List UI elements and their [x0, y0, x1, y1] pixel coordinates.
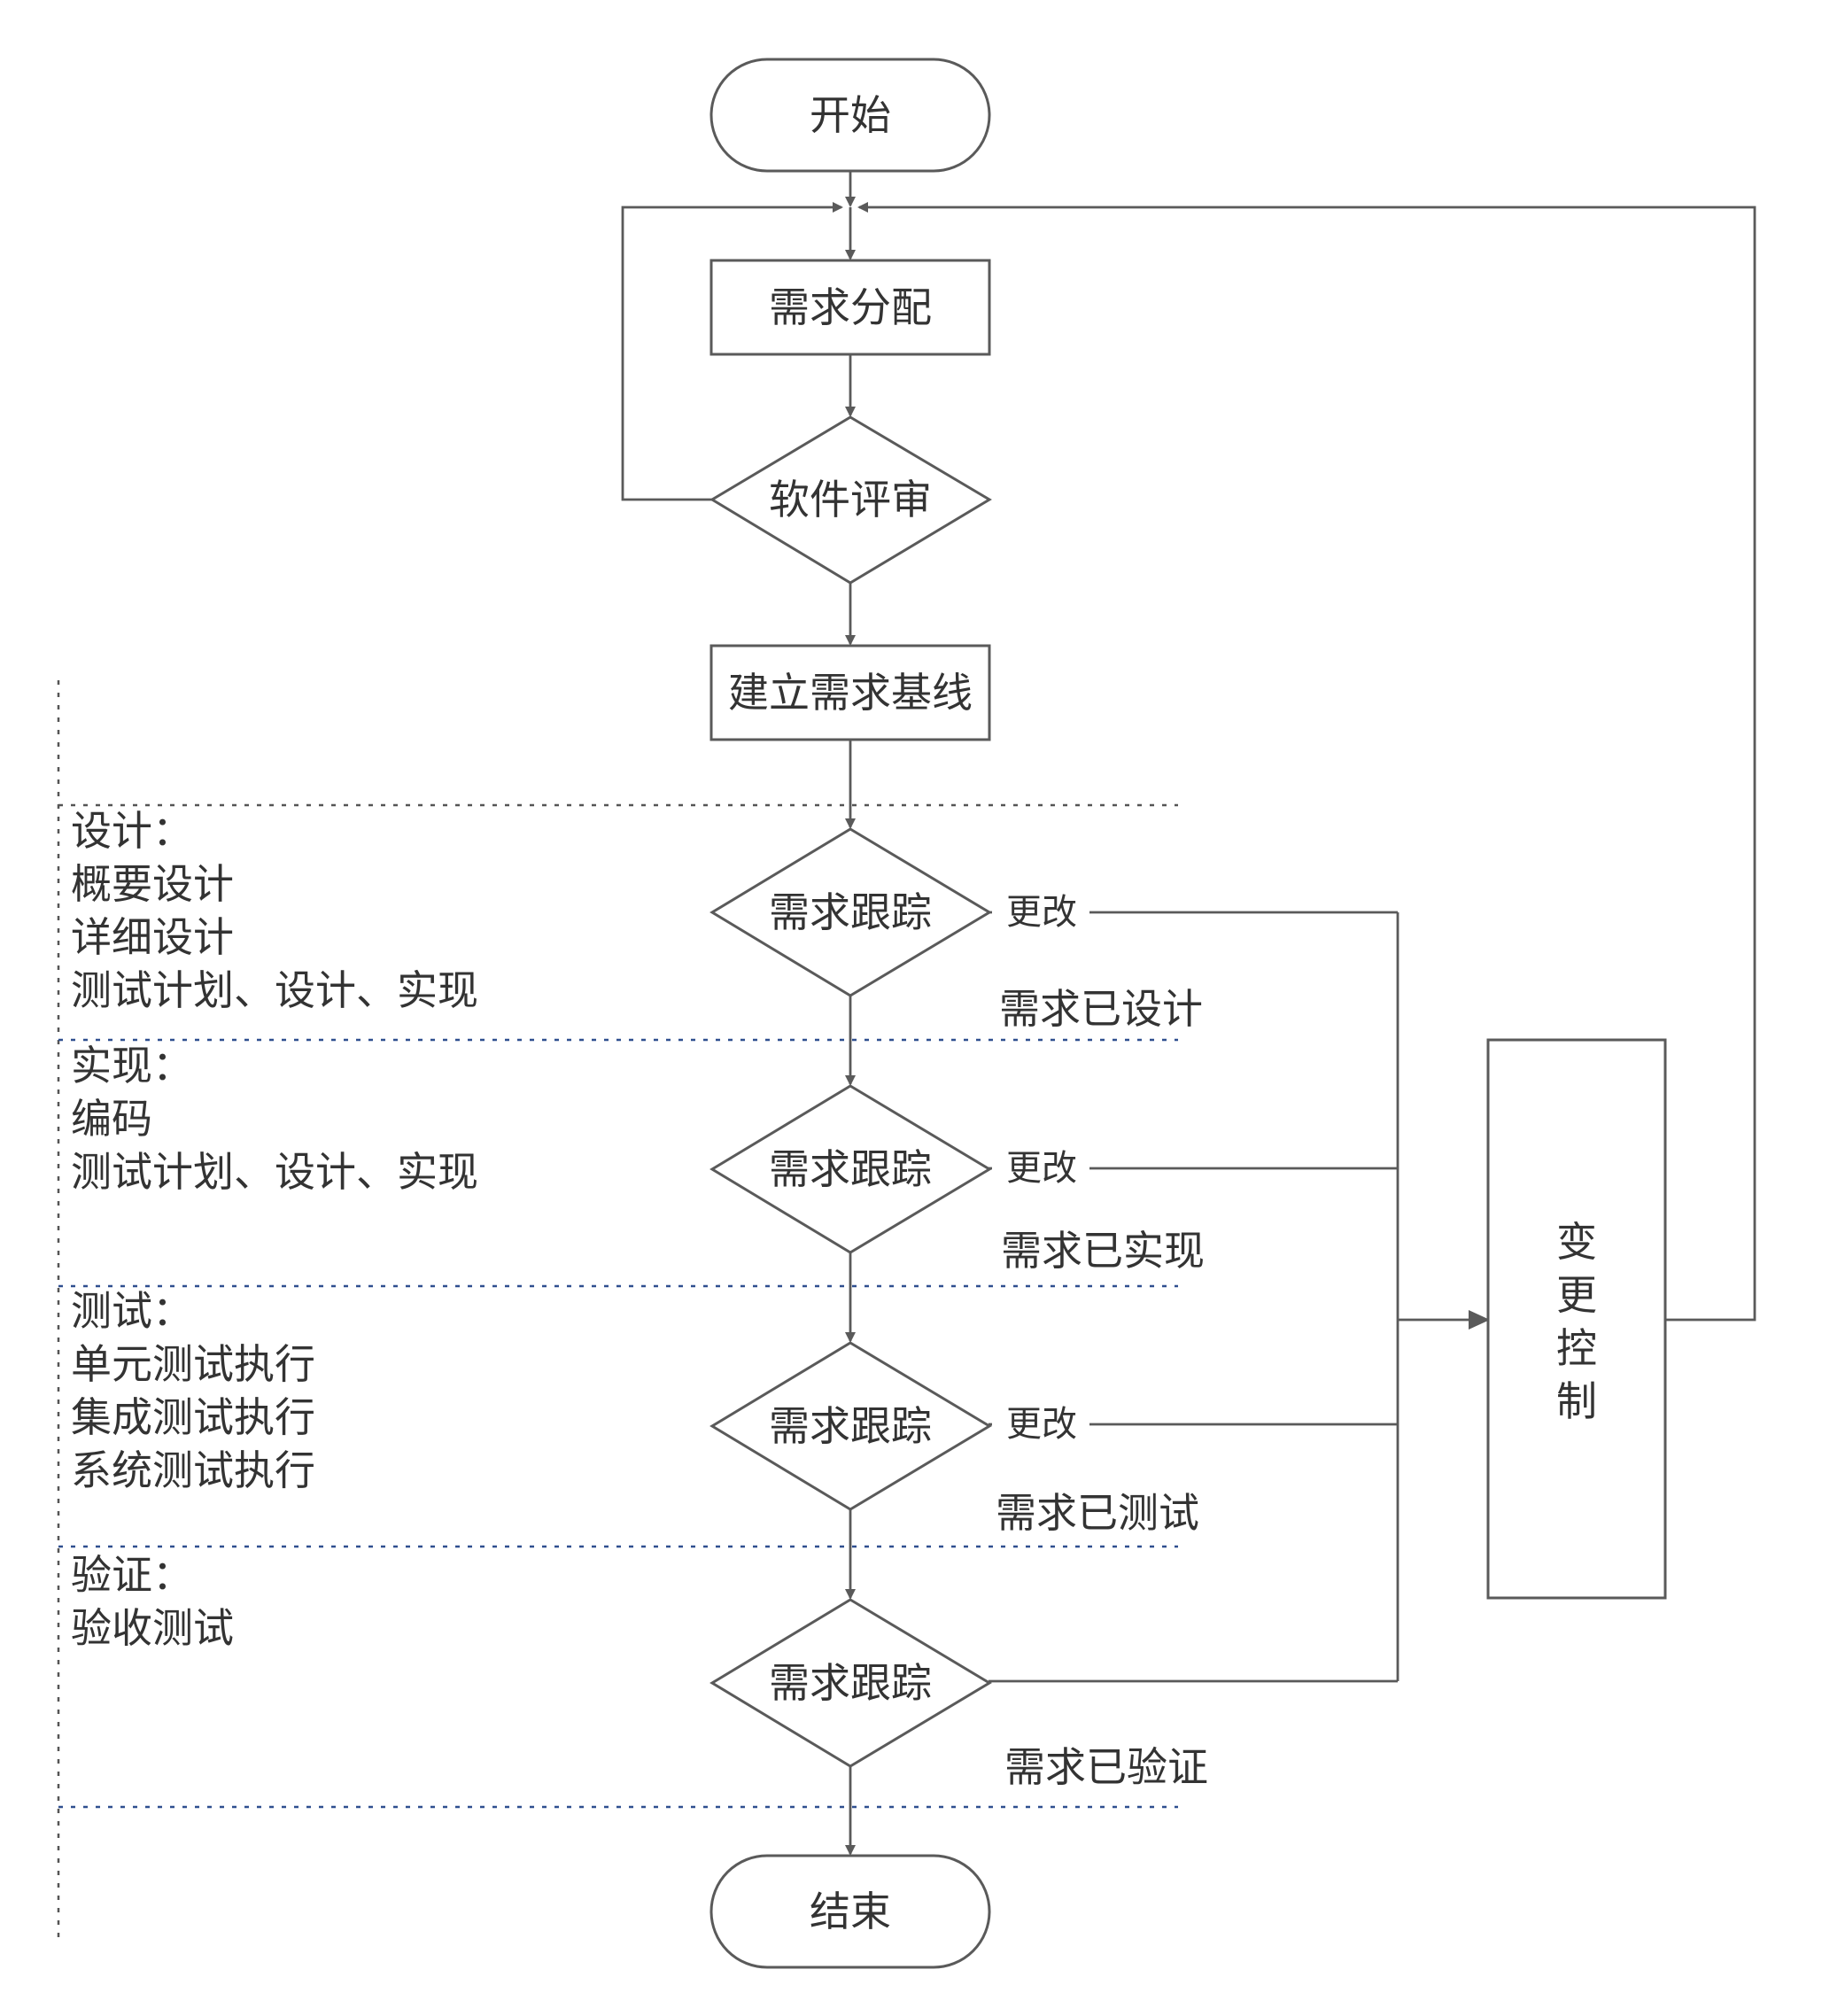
trace-decision-2: 需求跟踪 — [709, 1084, 992, 1254]
phase-testing-item-2: 集成测试执行 — [71, 1393, 315, 1441]
change-control-char-2: 更 — [1556, 1271, 1597, 1319]
trace-decision-4: 需求跟踪 — [709, 1598, 992, 1768]
trace-label-3: 需求跟踪 — [769, 1402, 932, 1450]
start-node: 开始 — [709, 58, 991, 173]
change-control-char-1: 变 — [1556, 1218, 1597, 1266]
phase-design-item-1: 概要设计 — [71, 860, 234, 908]
phase-design-title: 设计： — [71, 807, 193, 855]
end-label: 结束 — [810, 1888, 891, 1935]
phase-implementation-item-1: 编码 — [71, 1095, 152, 1143]
phase-testing-item-1: 单元测试执行 — [71, 1340, 315, 1388]
change-label-3: 更改 — [1006, 1404, 1077, 1445]
phase-verification: 验证： 验收测试 — [71, 1551, 234, 1652]
phase-implementation: 实现： 编码 测试计划、设计、实现 — [71, 1042, 478, 1196]
change-control-char-4: 制 — [1556, 1377, 1597, 1425]
review-label: 软件评审 — [769, 476, 932, 523]
allocate-label: 需求分配 — [769, 283, 932, 331]
change-label-1: 更改 — [1006, 892, 1077, 933]
trace-label-2: 需求跟踪 — [769, 1145, 932, 1193]
phase-verification-item-1: 验收测试 — [71, 1604, 234, 1652]
change-label-2: 更改 — [1006, 1148, 1077, 1189]
end-node: 结束 — [709, 1854, 991, 1969]
phase-verification-title: 验证： — [71, 1551, 193, 1599]
change-control-char-3: 控 — [1556, 1324, 1597, 1372]
status-label-implemented: 需求已实现 — [1001, 1227, 1205, 1275]
trace-label-1: 需求跟踪 — [769, 888, 932, 936]
baseline-label: 建立需求基线 — [728, 669, 973, 717]
status-label-designed: 需求已设计 — [999, 985, 1203, 1033]
phase-implementation-title: 实现： — [71, 1042, 193, 1089]
edge-change-control-return — [857, 202, 1756, 1322]
phase-design-item-2: 详细设计 — [71, 913, 234, 961]
phase-design: 设计： 概要设计 详细设计 测试计划、设计、实现 — [71, 807, 478, 1014]
trace-decision-1: 需求跟踪 — [709, 827, 992, 997]
trace-decision-3: 需求跟踪 — [709, 1341, 992, 1511]
phase-implementation-item-2: 测试计划、设计、实现 — [71, 1148, 478, 1196]
baseline-node: 建立需求基线 — [709, 644, 991, 741]
change-control-node: 变 更 控 制 — [1486, 1038, 1667, 1600]
trace-label-4: 需求跟踪 — [769, 1659, 932, 1707]
review-decision: 软件评审 — [709, 415, 992, 585]
start-label: 开始 — [810, 91, 891, 139]
phase-testing: 测试： 单元测试执行 集成测试执行 系统测试执行 — [71, 1287, 315, 1494]
phase-testing-title: 测试： — [71, 1287, 193, 1335]
status-label-tested: 需求已测试 — [996, 1489, 1199, 1537]
status-label-verified: 需求已验证 — [1004, 1743, 1208, 1791]
phase-testing-item-3: 系统测试执行 — [71, 1446, 315, 1494]
allocate-node: 需求分配 — [709, 259, 991, 356]
edge-review-loop-back — [621, 202, 843, 501]
phase-design-item-3: 测试计划、设计、实现 — [71, 966, 478, 1014]
